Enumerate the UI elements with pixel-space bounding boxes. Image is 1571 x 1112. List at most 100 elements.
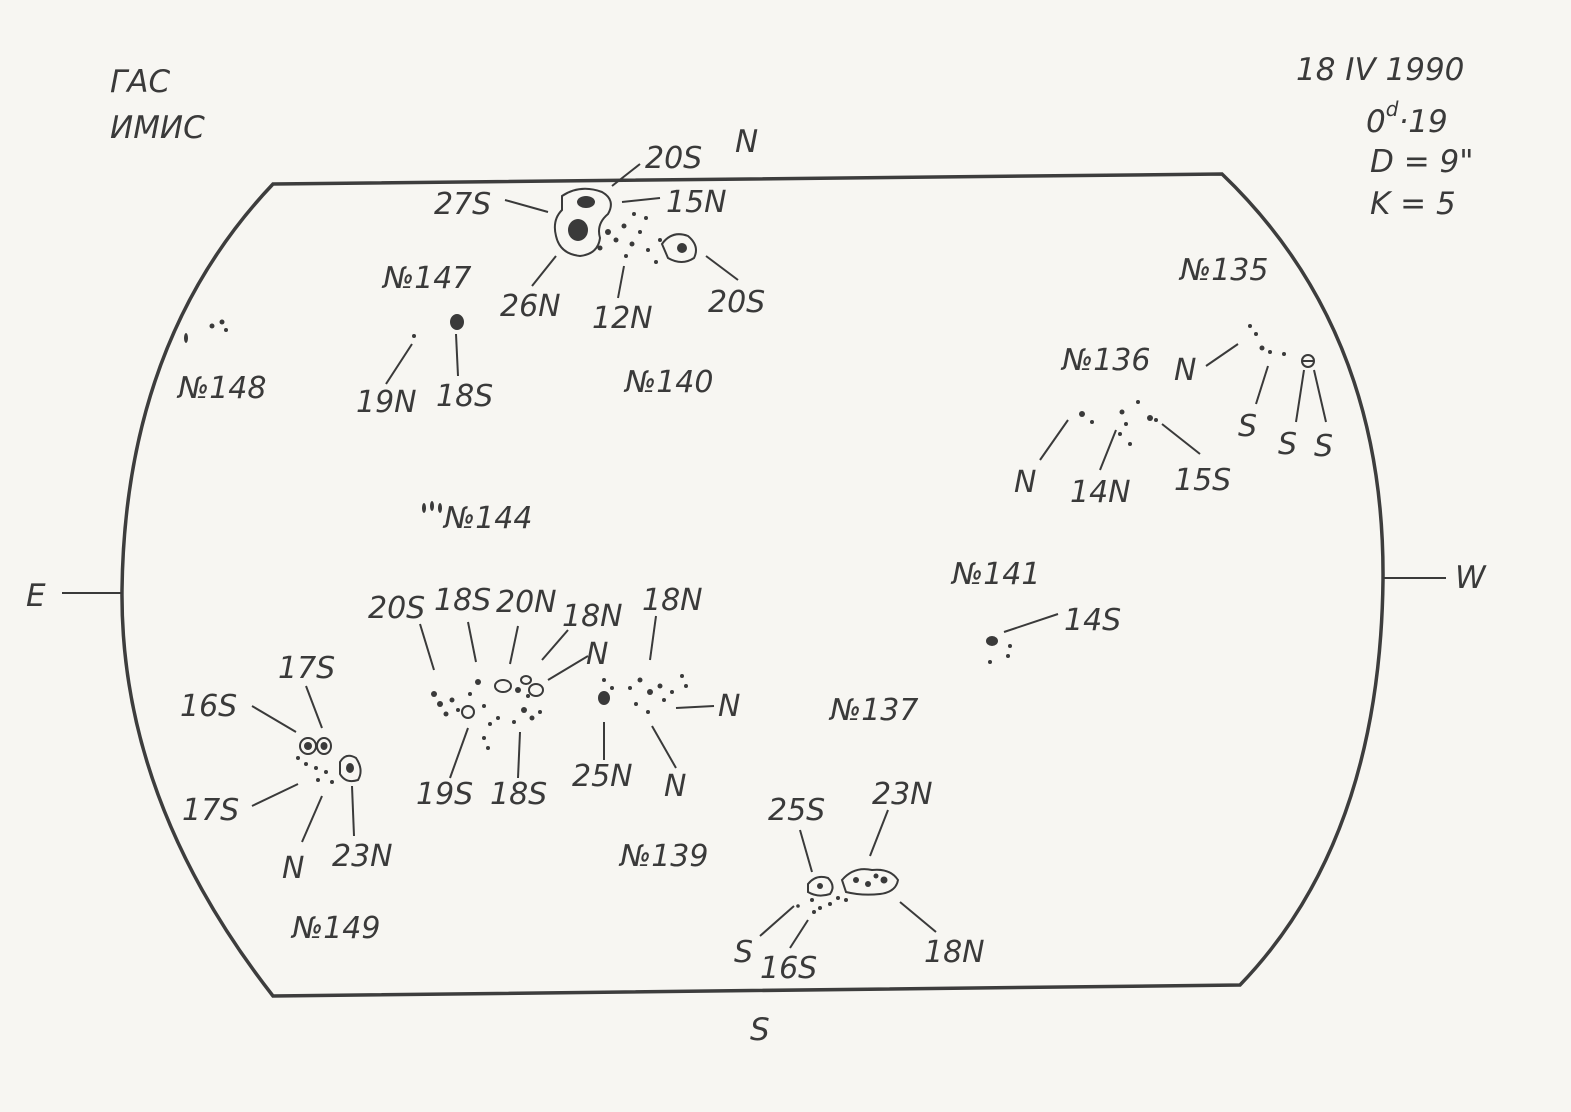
group-139-label-25s: 25S [768,793,825,828]
group-139-pores [796,896,848,914]
group-147-label-19n: 19N [356,385,417,420]
k-index: K = 5 [1370,186,1456,222]
group-139-label-23n: 23N [872,777,933,812]
central-label-20s: 20S [368,591,425,626]
group-135-pores [1248,324,1286,356]
group-147-label-18s: 18S [436,379,493,414]
direction-north: N [735,124,758,160]
group-147-leader-19n [385,343,413,385]
observatory-line-1: ГАС [110,64,170,100]
group-136-leaders [1039,419,1201,471]
observation-date: 18 IV 1990 [1296,52,1464,88]
group-149-umbra-left [304,742,312,750]
group-label-136: №136 [1060,343,1150,378]
group-139-label-18n: 18N [924,935,985,970]
group-140-label-12n: 12N [592,301,653,336]
group-135-sketch: N S S S [1174,324,1333,464]
group-149-umbra-right [320,742,328,750]
central-complex-leaders [419,615,715,779]
group-149-pores [296,756,334,784]
central-complex-sketch: 20S 18S 20N 18N N 18N N 19S 18S 25N N [368,583,740,812]
group-141-pores [988,644,1012,664]
group-148-pores [184,319,228,343]
time-base: 0 [1366,104,1386,140]
group-149-sketch: 17S 16S 17S N 23N [180,651,393,886]
group-135-leaders [1205,343,1327,423]
group-135-label-s2: S [1278,427,1297,462]
group-label-135: №135 [1178,253,1268,288]
group-label-139: №139 [618,839,708,874]
group-136-label-n: N [1014,465,1036,500]
group-135-label-n: N [1174,353,1196,388]
central-spot-a [461,705,475,719]
central-label-18s-bottom: 18S [490,777,547,812]
group-140-follower-umbra [677,243,687,253]
group-136-pores [1079,400,1158,446]
group-149-label-16s: 16S [180,689,237,724]
central-label-18s-top: 18S [434,583,491,618]
group-141-label-14s: 14S [1064,603,1121,638]
group-label-149: №149 [290,911,380,946]
group-149-label-17s-top: 17S [278,651,335,686]
image-diameter: D = 9" [1370,144,1474,180]
group-149-label-n: N [282,851,304,886]
group-147-leader-18s [455,333,459,377]
group-140-penumbra-outline [553,187,612,258]
group-140-umbra-main [568,219,588,241]
group-label-141: №141 [950,557,1040,592]
central-label-25n: 25N [572,759,633,794]
group-140-label-26n: 26N [500,289,561,324]
group-140-label-15n: 15N [666,185,727,220]
group-140-pores [597,212,662,264]
central-label-n-right: N [718,689,740,724]
central-spot-e [598,691,610,705]
group-141-leader [1003,613,1059,633]
group-147-pore [412,334,416,338]
central-label-n-bottom: N [664,769,686,804]
group-label-144: №144 [442,501,532,536]
central-complex-pores [431,674,688,750]
observatory-line-2: ИМИС [110,110,205,146]
group-144-pores [422,501,442,513]
time-superscript: d [1386,97,1399,121]
group-140-label-20s-right: 20S [708,285,765,320]
group-141-spot [986,636,998,646]
group-149-follower-outline [339,754,362,783]
disk-frame [120,172,1385,998]
group-140-label-27s: 27S [434,187,491,222]
central-spot-c [528,683,544,697]
group-139-follower-outline [840,868,900,896]
group-139-leaders [759,809,937,949]
group-140-label-20s-top: 20S [645,141,702,176]
direction-south: S [750,1012,770,1048]
central-label-20n: 20N [496,585,557,620]
group-135-label-s3: S [1314,429,1333,464]
group-140-leaders [504,163,739,299]
group-140-umbra-upper [577,196,595,208]
group-139-label-16s: 16S [760,951,817,986]
group-140-follower-outline [660,233,697,263]
group-147-sketch: 19N 18S [356,314,493,420]
group-139-sketch: 25S 23N S 16S 18N [734,777,985,986]
group-140-sketch: 20S 27S 15N 26N 12N 20S [434,141,765,336]
central-label-18n-right: 18N [642,583,703,618]
group-149-label-17s-bottom: 17S [182,793,239,828]
group-136-sketch: N 14N 15S [1014,400,1231,510]
direction-west: W [1455,560,1487,596]
group-139-label-s: S [734,935,753,970]
group-label-148: №148 [176,371,266,406]
central-label-n-upper: N [586,637,608,672]
group-label-147: №147 [381,261,471,296]
group-149-spot-right [316,737,332,755]
group-141-sketch: 14S [986,603,1121,664]
group-135-label-s1: S [1238,409,1257,444]
central-label-19s: 19S [416,777,473,812]
direction-east: E [26,578,46,614]
central-spot-b [494,679,512,693]
group-147-spot [450,314,464,330]
group-label-137: №137 [828,693,918,728]
central-spot-d [520,675,532,685]
group-139-leader-outline [807,875,834,897]
group-136-label-15s: 15S [1174,463,1231,498]
